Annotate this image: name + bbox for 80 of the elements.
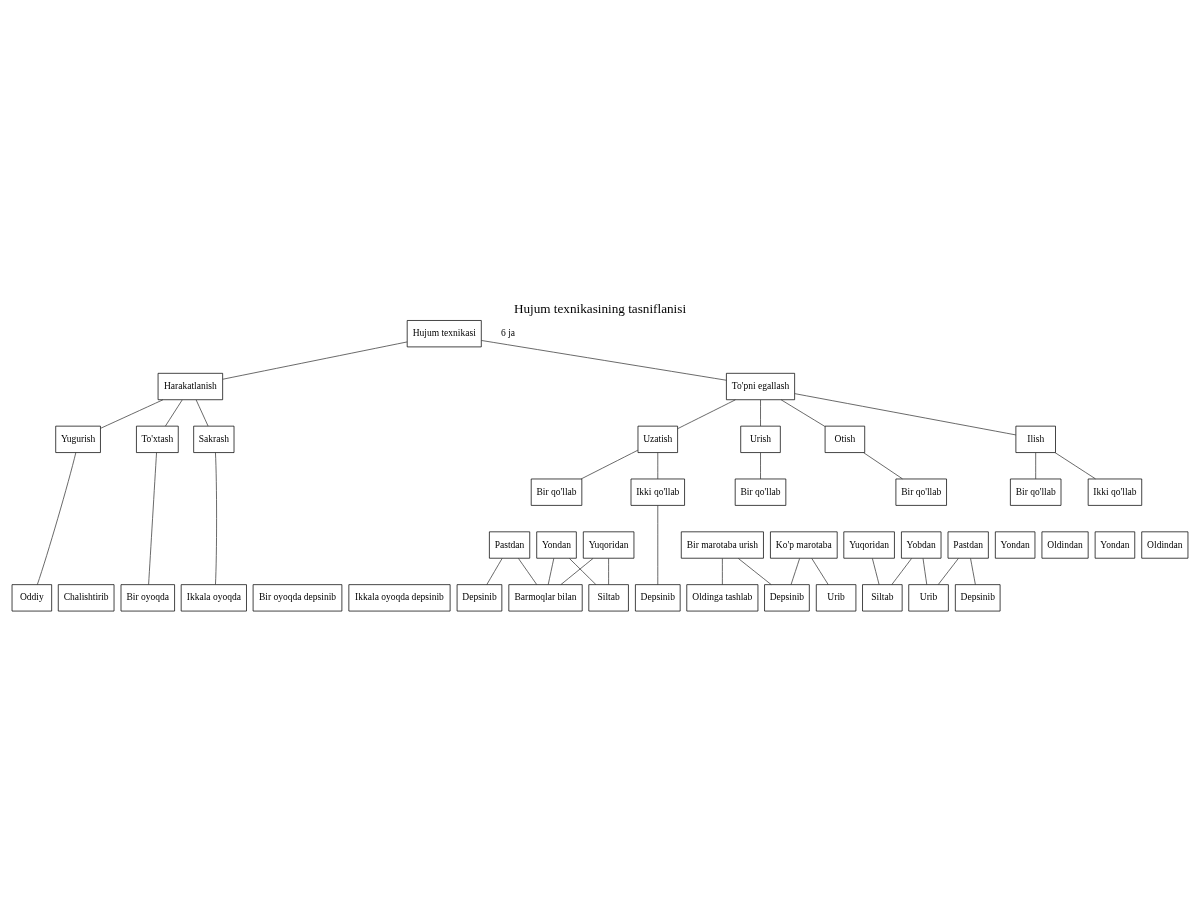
node-box: Yuqoridan [582, 531, 635, 559]
node-box: Siltab [588, 584, 629, 612]
connector [794, 393, 1017, 436]
node-box: Bir qo'llab [530, 478, 583, 506]
connector [657, 452, 659, 480]
node-box: Ko'p marotaba [770, 531, 838, 559]
node-box: Urish [740, 425, 781, 453]
node-box: To'pni egallash [726, 372, 795, 401]
node-box: Barmoqlar bilan [508, 584, 583, 612]
node-box: Bir qo'llab [895, 478, 947, 506]
node-box: Urib [908, 584, 949, 612]
node-box: Oldindan [1141, 531, 1189, 559]
node-box: To'xtash [136, 425, 179, 453]
node-box: Ilish [1015, 425, 1056, 453]
node-box: Ikki qo'llab [1087, 478, 1143, 506]
node-box: Chalishtirib [57, 584, 115, 612]
node-box: Uzatish [637, 425, 678, 453]
connector [891, 558, 912, 585]
connector [580, 449, 639, 480]
node-box: Depsinib [954, 584, 1001, 612]
connector [922, 558, 928, 585]
node-box: Depsinib [764, 584, 810, 612]
connector [481, 340, 727, 381]
connector [1035, 452, 1037, 480]
node-box: Yondan [536, 531, 577, 559]
node-box: Depsinib [456, 584, 503, 612]
connector [222, 341, 408, 380]
node-box: Otish [824, 425, 866, 453]
node-box: Pastdan [489, 531, 531, 559]
connector [760, 452, 761, 480]
label: 6 ja [501, 328, 516, 339]
connector [215, 452, 217, 585]
node-box: Harakatlanish [157, 372, 223, 401]
connector [970, 558, 976, 585]
connector [148, 452, 157, 585]
connector [657, 505, 659, 585]
node-box: Bir qo'llab [734, 478, 787, 506]
node-box: Yuqoridan [843, 531, 895, 559]
node-box: Ikkala oyoqda depsinib [348, 584, 451, 612]
node-box: Bir oyoqda depsinib [252, 584, 343, 612]
connector [780, 399, 826, 427]
connector [937, 558, 959, 585]
connector [760, 399, 761, 427]
node-box: Ikkala oyoqda [180, 584, 247, 612]
connector [37, 452, 77, 585]
node-box: Depsinib [635, 584, 681, 612]
connector [547, 558, 555, 585]
connector [486, 558, 503, 585]
node-box: Ikki qo'llab [630, 478, 685, 506]
node-box: Bir qo'llab [1010, 478, 1062, 506]
node-box: Yugurish [55, 425, 101, 453]
node-box: Siltab [862, 584, 903, 612]
node-box: Oddiy [11, 584, 53, 612]
connector [518, 558, 538, 585]
node-box: Sakrash [193, 425, 235, 453]
node-box: Bir oyoqda [120, 584, 175, 612]
connector [560, 558, 594, 585]
connector [872, 558, 880, 585]
connector [811, 558, 829, 585]
node-box: Oldinga tashlab [686, 584, 759, 612]
connector [737, 558, 772, 585]
connector [569, 558, 597, 585]
node-box: Oldindan [1041, 531, 1089, 559]
node-box: Yondan [994, 531, 1036, 559]
connector [722, 558, 723, 585]
connector [677, 399, 736, 429]
node-box: Urib [815, 584, 857, 612]
diagram-title: Hujum texnikasining tasniflanisi [513, 301, 687, 317]
node-box: Yobdan [901, 531, 942, 559]
connector [100, 399, 164, 429]
connector [1054, 452, 1096, 480]
connector [790, 558, 800, 585]
node-box: Pastdan [947, 531, 989, 559]
connector [195, 399, 209, 427]
connector [165, 399, 183, 427]
connector [608, 558, 609, 585]
node-box: Bir marotaba urish [680, 531, 764, 559]
node-box: Yondan [1094, 531, 1136, 559]
connector [863, 452, 903, 480]
node-box: Hujum texnikasi [406, 320, 482, 348]
